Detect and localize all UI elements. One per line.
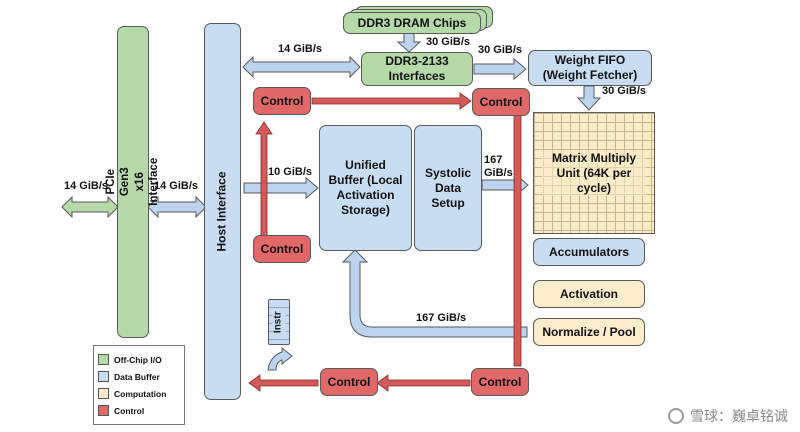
arrow-ctrl-up [255, 121, 273, 237]
label-pcie-left: 14 GiB/s [64, 180, 109, 192]
arrow-chips-ddr [396, 32, 422, 53]
watermark: 雪球：巍卓铭诚 [668, 406, 788, 426]
control-top-left: Control [253, 87, 311, 115]
ddr3-dram-chips: DDR3 DRAM Chips [343, 12, 481, 34]
arrow-ctrl-top [311, 92, 472, 110]
unified-buffer: Unified Buffer (Local Activation Storage… [319, 125, 412, 251]
label-chips-ddr: 30 GiB/s [426, 36, 471, 48]
matrix-multiply-unit: Matrix Multiply Unit (64K per cycle) [533, 112, 655, 234]
arrow-host-ub [243, 176, 319, 200]
control-mid-left: Control [253, 235, 311, 263]
label-host-ddr: 14 GiB/s [278, 43, 323, 55]
snowball-logo-icon [668, 408, 684, 424]
activation: Activation [533, 280, 645, 308]
legend-item-control: Control [98, 402, 180, 419]
systolic-data-setup: Systolic Data Setup [414, 125, 482, 251]
normalize-pool: Normalize / Pool [533, 318, 645, 346]
legend-item-buffer: Data Buffer [98, 368, 180, 385]
label-feedback: 167 GiB/s [416, 312, 467, 324]
line-ctrl-right [513, 113, 522, 367]
arrow-feedback [341, 249, 528, 338]
arrow-host-ddr [242, 55, 361, 79]
legend-swatch [98, 371, 109, 382]
accumulators: Accumulators [533, 238, 645, 266]
label-host-ub: 10 GiB/s [268, 166, 313, 178]
pcie-interface: PCIe Gen3 x16 Interface [105, 26, 160, 338]
instr-buffer: Instr [268, 299, 290, 345]
label-ddr-fifo: 30 GiB/s [478, 44, 523, 56]
arrow-ctrl-bottom2 [248, 374, 319, 392]
control-bottom-middle: Control [320, 368, 378, 396]
label-systolic-mmu: 167 GiB/s [484, 154, 513, 180]
arrow-instr-up [267, 346, 293, 371]
label-fifo-mmu: 30 GiB/s [602, 85, 647, 97]
legend: Off-Chip I/O Data Buffer Computation Con… [93, 345, 185, 425]
label-pcie-host: 14 GiB/s [154, 180, 199, 192]
legend-item-computation: Computation [98, 385, 180, 402]
control-bottom-right: Control [471, 368, 529, 396]
arrow-ddr-fifo [473, 57, 527, 81]
ddr3-interfaces: DDR3-2133 Interfaces [361, 52, 473, 86]
weight-fifo: Weight FIFO (Weight Fetcher) [528, 50, 652, 86]
legend-item-offchip: Off-Chip I/O [98, 351, 180, 368]
legend-swatch [98, 354, 109, 365]
legend-swatch [98, 405, 109, 416]
arrow-ctrl-bottom [376, 374, 471, 392]
arrow-fifo-mmu [576, 85, 602, 111]
legend-swatch [98, 388, 109, 399]
host-interface: Host Interface [204, 23, 241, 400]
control-top-right: Control [472, 88, 530, 116]
